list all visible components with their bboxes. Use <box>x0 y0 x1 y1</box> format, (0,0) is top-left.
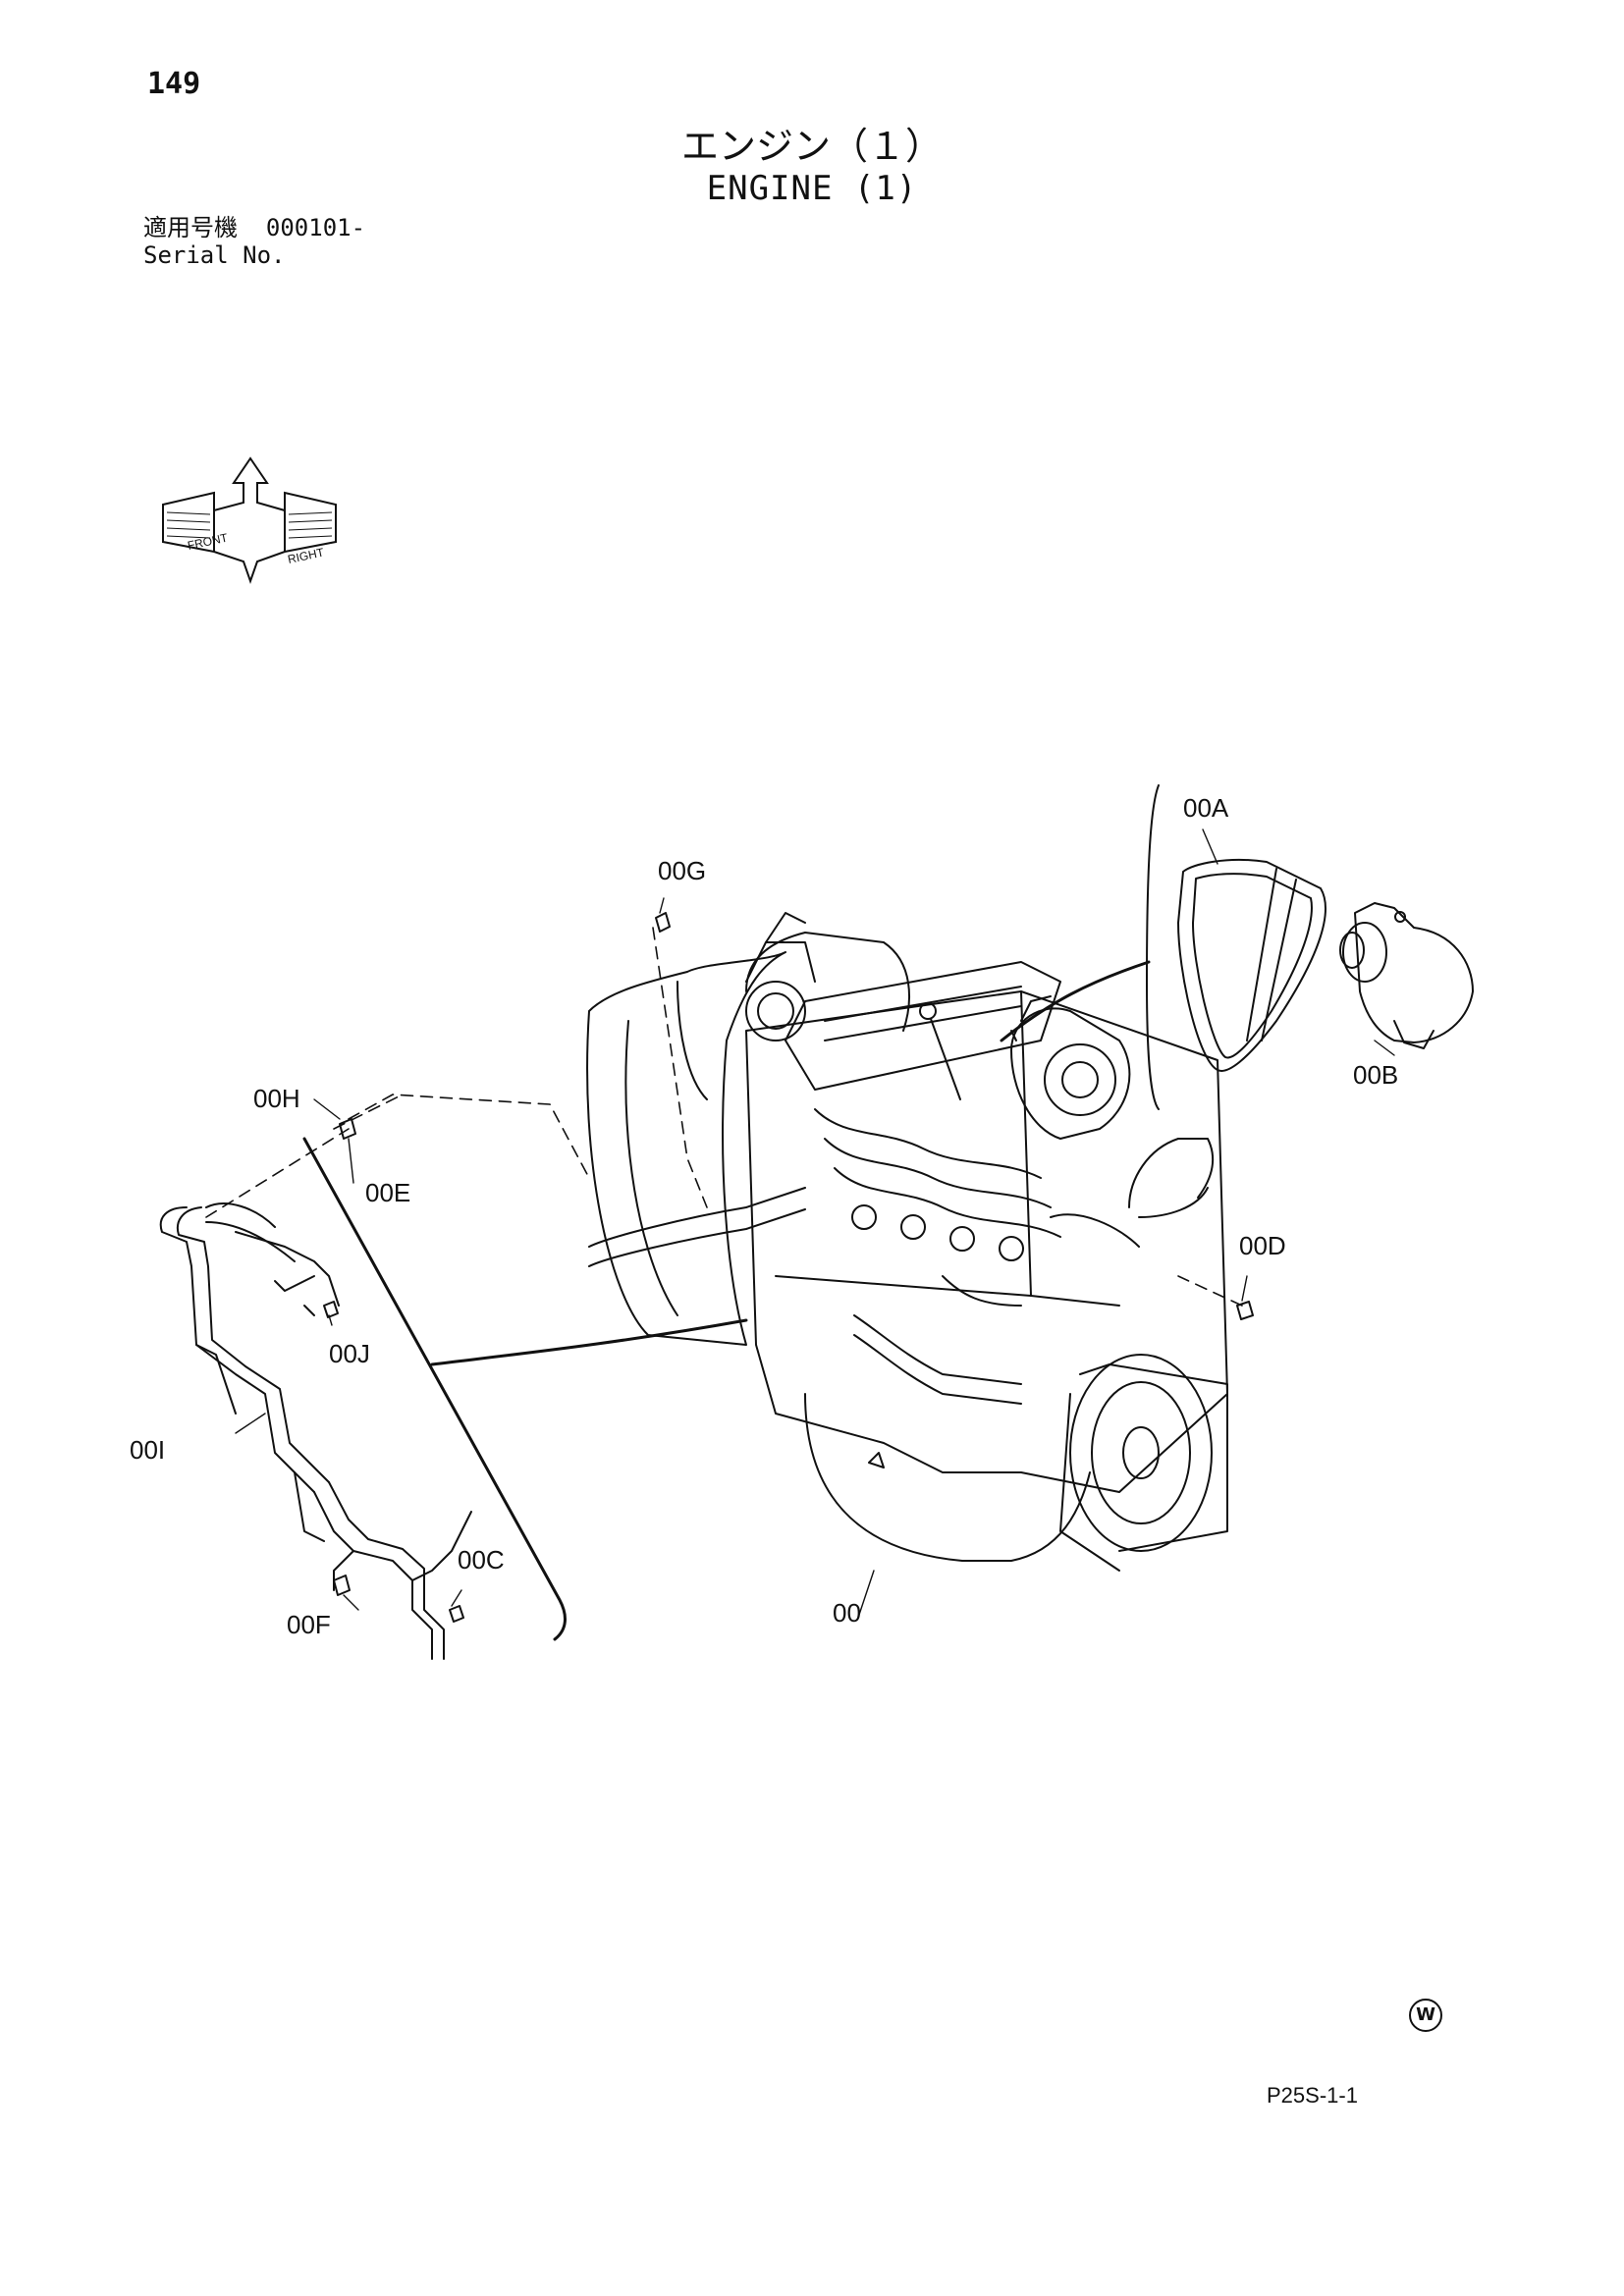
callout-00B: 00B <box>1353 1060 1399 1090</box>
page-title-jp: エンジン（１） <box>680 125 943 168</box>
engine-assembly <box>586 912 1228 1572</box>
w-mark-icon: W <box>1409 1999 1442 2032</box>
callout-00D: 00D <box>1239 1231 1286 1260</box>
part-00D <box>1236 1301 1254 1320</box>
serial-block: 適用号機 000101- Serial No. <box>143 214 365 269</box>
callout-00C: 00C <box>458 1545 505 1575</box>
part-00E <box>339 1118 356 1140</box>
callout-00H: 00H <box>253 1084 300 1113</box>
callout-00: 00 <box>833 1598 861 1628</box>
serial-label-en: Serial No. <box>143 241 286 269</box>
serial-value: 000101- <box>265 214 366 241</box>
part-00C <box>449 1605 464 1623</box>
part-00F <box>333 1575 351 1596</box>
serial-label-jp: 適用号機 <box>143 214 238 241</box>
page-number: 149 <box>147 67 201 101</box>
callout-00I: 00I <box>130 1435 166 1465</box>
harness-00I <box>159 1202 472 1660</box>
callout-00A: 00A <box>1183 793 1229 823</box>
part-00G <box>655 912 671 933</box>
callout-00E: 00E <box>365 1178 411 1207</box>
detail-bracket-right <box>1146 784 1160 1110</box>
part-00J <box>323 1301 339 1318</box>
callout-00F: 00F <box>287 1610 331 1639</box>
callout-00J: 00J <box>329 1339 370 1368</box>
belt-00A <box>1177 858 1326 1072</box>
figure-code: P25S-1-1 <box>1267 2083 1358 2108</box>
page-title-en: ENGINE (1) <box>706 169 918 208</box>
orientation-icon: FRONT RIGHT <box>162 456 337 585</box>
callout-00G: 00G <box>658 856 707 885</box>
alternator-00B <box>1339 902 1474 1049</box>
detail-bracket-left <box>302 1137 567 1641</box>
